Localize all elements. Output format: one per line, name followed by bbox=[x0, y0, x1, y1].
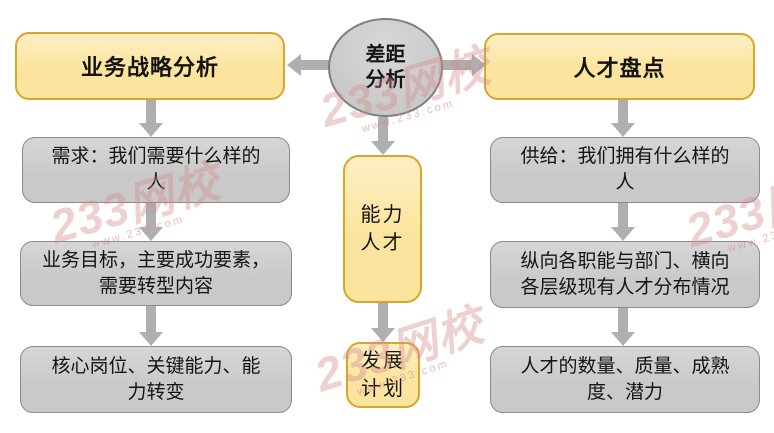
arrow-left-3 bbox=[139, 306, 163, 346]
arrow-right-2 bbox=[611, 203, 635, 241]
arrow-center-1 bbox=[371, 117, 395, 155]
arrow-left-1 bbox=[139, 100, 163, 137]
talent-quality-box: 人才的数量、质量、成熟 度、潜力 bbox=[490, 346, 760, 413]
talent-distribution-box: 纵向各职能与部门、横向 各层级现有人才分布情况 bbox=[490, 241, 760, 308]
arrow-to-left-title bbox=[287, 54, 329, 76]
arrow-right-1 bbox=[611, 100, 635, 137]
arrow-left-2 bbox=[139, 203, 163, 241]
arrow-center-2 bbox=[371, 303, 395, 342]
capability-talent-box: 能力 人才 bbox=[343, 155, 422, 303]
development-plan-box: 发展 计划 bbox=[346, 342, 420, 408]
supply-box: 供给：我们拥有什么样的 人 bbox=[490, 137, 760, 203]
arrow-to-right-title bbox=[442, 54, 486, 76]
talent-review-title-box: 人才盘点 bbox=[484, 33, 755, 100]
arrow-right-3 bbox=[611, 308, 635, 346]
key-position-box: 核心岗位、关键能力、能 力转变 bbox=[20, 346, 292, 413]
demand-box: 需求：我们需要什么样的 人 bbox=[22, 137, 290, 203]
gap-analysis-circle: 差距 分析 bbox=[328, 18, 443, 117]
business-strategy-title-box: 业务战略分析 bbox=[15, 32, 285, 100]
business-goal-box: 业务目标，主要成功要素， 需要转型内容 bbox=[20, 241, 292, 306]
